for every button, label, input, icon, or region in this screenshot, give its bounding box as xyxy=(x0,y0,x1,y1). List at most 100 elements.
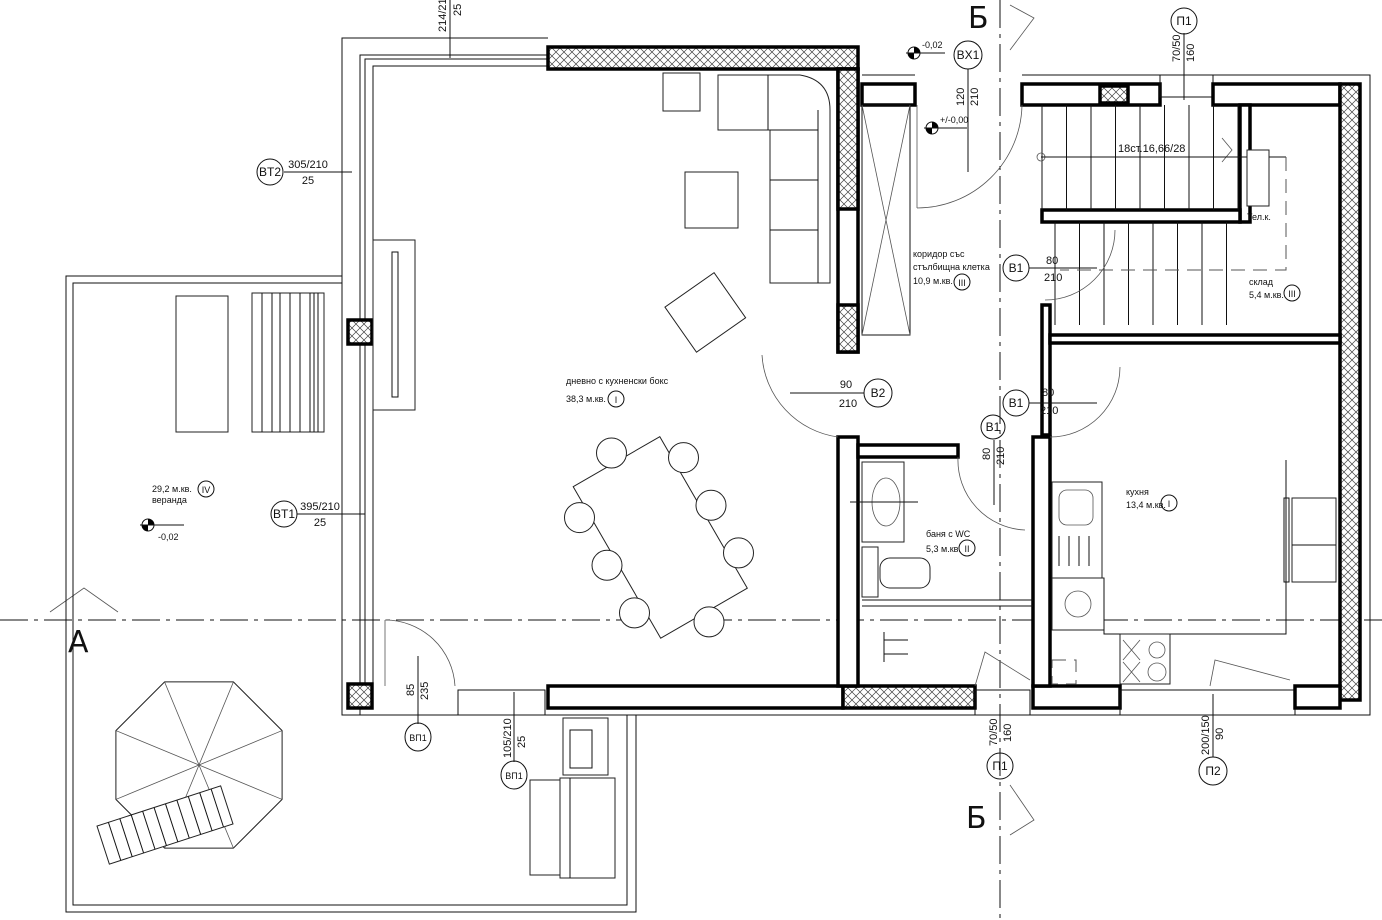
svg-text:210: 210 xyxy=(995,447,1007,465)
walls xyxy=(346,45,1362,716)
toilet xyxy=(879,557,931,589)
umbrella-rib xyxy=(115,730,200,766)
tag-vp1-window: ВП1 105/210 25 xyxy=(500,692,528,790)
fridge xyxy=(1291,497,1337,583)
stair-label: 18ст.16,66/28 xyxy=(1118,143,1185,155)
elevation-mark-floor: +/-0,00 xyxy=(924,115,968,135)
kitchen-fixtures xyxy=(1051,460,1337,685)
svg-text:29,2 м.кв.: 29,2 м.кв. xyxy=(152,484,192,494)
svg-text:П2: П2 xyxy=(1205,764,1221,778)
deck-chair-slat xyxy=(142,811,156,850)
dining-chair xyxy=(695,489,727,521)
tag-b1-bath: B1 80 210 xyxy=(980,414,1007,505)
svg-text:коридор със: коридор със xyxy=(913,249,965,259)
svg-text:80: 80 xyxy=(1042,387,1054,399)
svg-text:13,4 м.кв.: 13,4 м.кв. xyxy=(1126,500,1166,510)
svg-text:П1: П1 xyxy=(1176,14,1192,28)
sink xyxy=(1058,489,1094,526)
deck-chair xyxy=(96,785,234,865)
svg-text:5,3 м.кв.: 5,3 м.кв. xyxy=(926,544,961,554)
deck-chair-slat xyxy=(210,788,224,828)
boiler-label: Тел.к. xyxy=(1247,212,1271,222)
boiler xyxy=(1246,149,1270,207)
dining-table xyxy=(572,435,748,639)
svg-text:баня с WC: баня с WC xyxy=(926,529,971,539)
dining-chair xyxy=(693,606,725,638)
svg-text:25: 25 xyxy=(516,736,528,748)
dining-chair xyxy=(591,549,623,581)
svg-text:80: 80 xyxy=(981,448,993,460)
tag-bt2: BT2 305/210 25 xyxy=(256,158,352,187)
svg-text:70/50: 70/50 xyxy=(1171,34,1183,62)
room-label-bathroom: баня с WC 5,3 м.кв. II xyxy=(926,529,976,557)
deck-chair-slat xyxy=(107,822,122,861)
washing-machine xyxy=(1064,590,1092,618)
umbrella-rib xyxy=(198,764,283,800)
umbrella-rib xyxy=(164,681,200,766)
bathroom-fixtures xyxy=(850,461,931,662)
room-label-kitchen: кухня 13,4 м.кв. I xyxy=(1126,487,1178,512)
elevation-mark-entrance: -0,02 xyxy=(906,40,945,60)
svg-text:B1: B1 xyxy=(1009,261,1024,275)
svg-text:B1: B1 xyxy=(986,420,1001,434)
tag-top-window: 214/210 25 xyxy=(437,0,464,58)
tag-vp1-door: ВП1 85 235 xyxy=(404,656,432,752)
tag-bx1: BX1 120 210 xyxy=(953,40,983,172)
svg-text:80: 80 xyxy=(1046,255,1058,267)
svg-text:305/210: 305/210 xyxy=(288,159,328,171)
armchair xyxy=(664,271,747,353)
tag-b2: B2 90 210 xyxy=(790,378,893,410)
umbrella-rib xyxy=(198,730,283,766)
dining-chair xyxy=(564,502,595,534)
dining-chair xyxy=(596,437,627,469)
svg-text:160: 160 xyxy=(1185,44,1197,62)
svg-text:210: 210 xyxy=(1044,272,1062,284)
svg-text:-0,02: -0,02 xyxy=(922,40,943,50)
svg-text:склад: склад xyxy=(1249,277,1274,287)
veranda-furniture xyxy=(96,292,616,879)
dining-chair xyxy=(619,597,650,629)
svg-text:стълбищна клетка: стълбищна клетка xyxy=(913,262,990,272)
svg-text:38,3 м.кв.: 38,3 м.кв. xyxy=(566,394,606,404)
tag-b1-storage: B1 80 210 xyxy=(1002,254,1097,284)
tag-bt1: BT1 395/210 25 xyxy=(270,500,365,529)
section-label-b-bottom: Б xyxy=(966,801,987,836)
svg-text:II: II xyxy=(964,544,969,554)
svg-text:-0,02: -0,02 xyxy=(158,532,179,542)
svg-text:I: I xyxy=(615,395,618,405)
svg-text:210: 210 xyxy=(839,398,857,410)
svg-text:+/-0,00: +/-0,00 xyxy=(940,115,968,125)
svg-text:90: 90 xyxy=(840,379,852,391)
deck-chair-slat xyxy=(153,807,167,846)
deck-chair-slat xyxy=(119,818,133,857)
room-label-corridor: коридор със стълбищна клетка 10,9 м.кв. … xyxy=(913,249,990,291)
svg-text:90: 90 xyxy=(1214,728,1226,740)
elevation-mark-veranda: -0,02 xyxy=(140,518,184,542)
dining-chair xyxy=(668,442,699,474)
corner-sofa xyxy=(717,74,831,284)
door-swings xyxy=(384,104,1291,687)
lounge-bench xyxy=(251,292,325,433)
svg-text:ВП1: ВП1 xyxy=(409,733,426,743)
tag-p2: П2 200/150 90 xyxy=(1198,694,1228,786)
svg-text:BT2: BT2 xyxy=(259,165,281,179)
deck-chair-slat xyxy=(176,799,190,839)
living-furniture xyxy=(372,72,831,639)
room-label-storage: склад 5,4 м.кв. III xyxy=(1249,277,1301,302)
deck-chair-slat xyxy=(130,814,145,854)
svg-text:120: 120 xyxy=(955,88,967,106)
grill xyxy=(559,777,616,879)
svg-text:III: III xyxy=(1288,289,1296,299)
svg-text:BX1: BX1 xyxy=(957,48,980,62)
ottoman xyxy=(684,171,739,229)
deck-chair-slat xyxy=(199,792,213,831)
svg-text:I: I xyxy=(1168,499,1171,509)
section-label-a: А xyxy=(68,625,89,660)
tag-p1-bottom: П1 70/50 160 xyxy=(986,718,1014,780)
umbrella-rib xyxy=(198,681,234,766)
svg-text:B1: B1 xyxy=(1009,396,1024,410)
svg-text:BT1: BT1 xyxy=(273,507,295,521)
svg-text:ВП1: ВП1 xyxy=(505,771,522,781)
dining-chair xyxy=(723,537,754,569)
svg-text:веранда: веранда xyxy=(152,495,187,505)
